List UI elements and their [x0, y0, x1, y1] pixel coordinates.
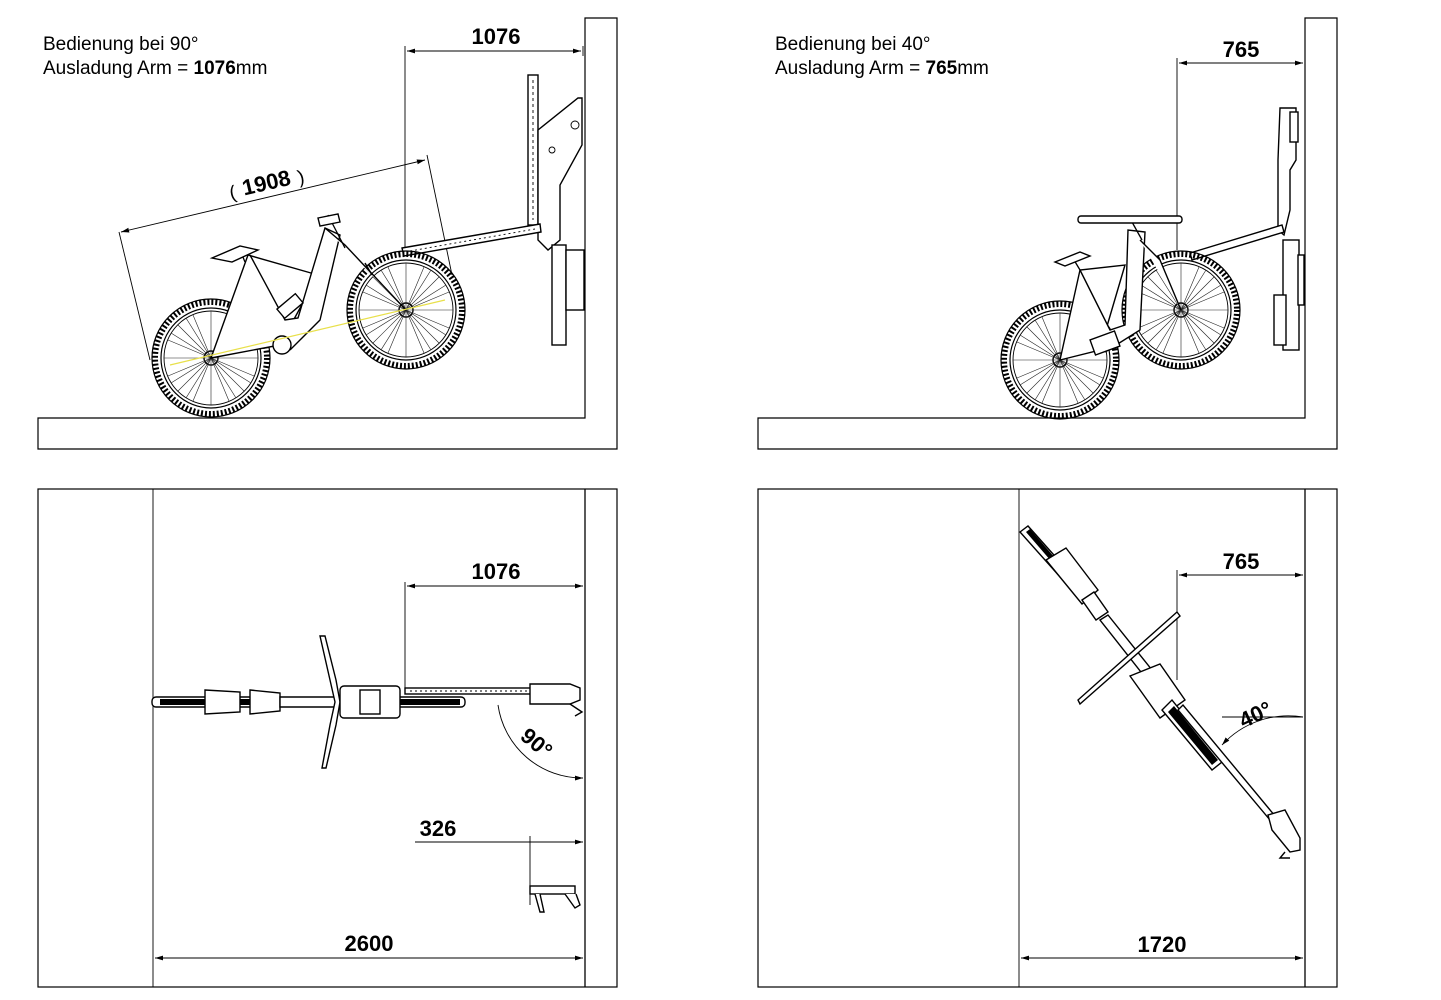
note-operation-90: Bedienung bei 90° [43, 34, 199, 55]
dimension-room-2600: 2600 [155, 931, 583, 961]
wall-floor [757, 17, 1338, 450]
swing-arm-40 [1189, 224, 1285, 261]
svg-text:): ) [296, 167, 307, 189]
wall-bracket-40 [1273, 107, 1305, 351]
svg-text:2600: 2600 [345, 931, 394, 956]
swing-arm-top-40 [1177, 703, 1301, 859]
handlebar [319, 635, 341, 769]
swing-arm-90 [401, 223, 542, 257]
folded-arm-top [529, 885, 581, 913]
svg-text:1720: 1720 [1138, 932, 1187, 957]
bike-side-40 [1001, 215, 1240, 419]
room-frame [757, 488, 1338, 988]
svg-text:326: 326 [420, 816, 457, 841]
wall-floor [37, 17, 618, 450]
dimension-arm-90: 1076 [404, 24, 584, 250]
svg-text:1076: 1076 [472, 559, 521, 584]
svg-text:1908: 1908 [240, 165, 293, 200]
wall-bracket-90 [527, 74, 585, 346]
note-arm-reach-40: Ausladung Arm = 765mm [775, 58, 989, 79]
handlebar [1077, 610, 1181, 706]
note-operation-40: Bedienung bei 40° [775, 34, 931, 55]
bike-top-40 [1018, 525, 1223, 771]
svg-text:1076: 1076 [472, 24, 521, 49]
svg-text:(: ( [227, 182, 239, 204]
panel-side-90: Bedienung bei 90° Ausladung Arm = 1076mm… [37, 17, 618, 450]
svg-text:765: 765 [1223, 37, 1260, 62]
note-arm-reach-90: Ausladung Arm = 1076mm [43, 58, 267, 79]
bike-top-90 [151, 635, 466, 769]
svg-text:765: 765 [1223, 549, 1260, 574]
swing-arm-top-90 [404, 683, 584, 717]
dimension-arm-40: 765 [1176, 37, 1303, 250]
panel-side-40: Bedienung bei 40° Ausladung Arm = 765mm … [757, 17, 1338, 450]
dimension-arm-top-40: 765 [1176, 549, 1303, 680]
dimension-room-1720: 1720 [1020, 932, 1303, 961]
bike-side-90 [152, 213, 465, 417]
panel-top-40: 765 40° 1720 [757, 488, 1338, 988]
dimension-arm-top-90: 1076 [404, 559, 583, 690]
dimension-folded: 326 [415, 816, 583, 905]
panel-top-90: 1076 90° 326 2600 [37, 488, 618, 988]
